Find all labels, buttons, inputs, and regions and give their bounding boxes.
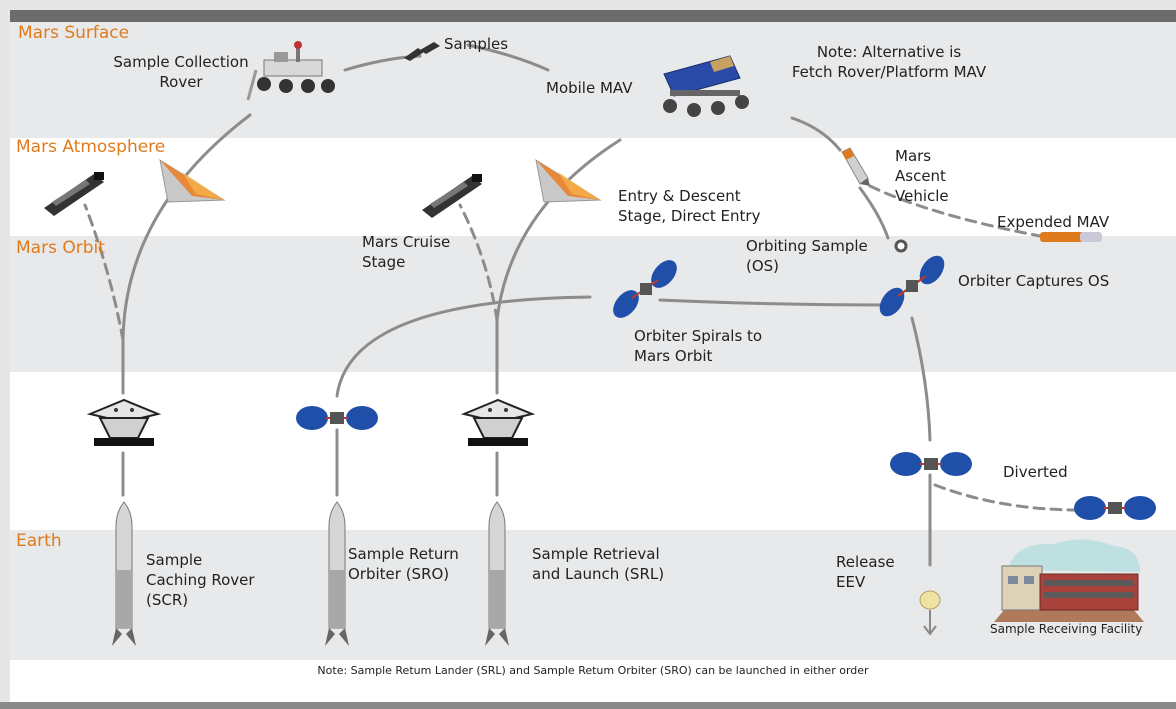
zone-label-earth: Earth — [16, 531, 62, 551]
path-ascent-expended — [868, 184, 1042, 238]
band-mars-surface — [10, 22, 1176, 138]
path-scr-cruise-jettison — [83, 203, 125, 342]
frame-bottom — [0, 702, 1176, 709]
mobile-mav-rover-icon — [663, 55, 749, 117]
expended-mav-icon — [1040, 232, 1102, 242]
label-sample-receiving-facility: Sample Receiving Facility — [990, 622, 1143, 636]
mars-ascent-vehicle-icon — [841, 147, 870, 186]
zone-label-mars-orbit: Mars Orbit — [16, 238, 105, 258]
path-samples-to-mav — [466, 43, 550, 72]
path-sro-spiral — [335, 295, 592, 398]
orbiting-sample-icon — [894, 239, 908, 253]
path-mav-to-ascent — [790, 116, 842, 152]
scr-launch-rocket-icon — [112, 501, 136, 646]
diverted-orbiter-icon — [1074, 496, 1156, 520]
path-scr-descent — [121, 113, 252, 395]
sample-receiving-facility-icon — [994, 539, 1144, 622]
label-samples: Samples — [444, 35, 509, 53]
label-sample-caching-rover: Sample Caching Rover (SCR) — [146, 551, 255, 609]
orbiter-capture-icon — [879, 255, 945, 317]
sample-collection-rover-icon — [246, 41, 335, 101]
srl-launch-rocket-icon — [485, 501, 509, 646]
band-mars-orbit — [10, 236, 1176, 372]
orbiter-spiraling-icon — [613, 260, 677, 318]
label-orbiter-captures-os: Orbiter Captures OS — [958, 272, 1110, 290]
label-mars-ascent-vehicle: Mars Ascent Vehicle — [895, 147, 949, 205]
band-earth — [10, 530, 1176, 660]
path-spiral-to-capture — [658, 298, 892, 307]
label-entry-descent: Entry & Descent Stage, Direct Entry — [618, 187, 761, 225]
label-diverted: Diverted — [1003, 463, 1068, 481]
frame-top — [0, 0, 1176, 10]
path-diverted — [933, 483, 1082, 512]
sro-launch-rocket-icon — [325, 501, 349, 646]
band-footnote — [10, 660, 1176, 702]
label-mars-cruise-stage: Mars Cruise Stage — [362, 233, 451, 271]
cruise-stage-icon — [44, 172, 104, 216]
frame-top-bar — [10, 10, 1176, 22]
path-srl-descent — [495, 138, 622, 395]
scr-capsule-icon — [86, 398, 162, 446]
zone-label-mars-surface: Mars Surface — [18, 23, 130, 43]
eev-capsule-icon — [919, 590, 941, 636]
label-release-eev: Release EEV — [836, 553, 895, 591]
footnote: Note: Sample Retum Lander (SRL) and Samp… — [317, 664, 869, 677]
entry-aeroshell-icon — [159, 158, 226, 203]
samples-icon — [404, 42, 440, 61]
zone-label-mars-atmosphere: Mars Atmosphere — [16, 137, 166, 157]
path-srl-cruise-jettison — [458, 203, 499, 322]
label-mobile-mav: Mobile MAV — [546, 79, 633, 97]
frame-left — [0, 0, 10, 709]
label-expended-mav: Expended MAV — [997, 213, 1110, 231]
label-orbiting-sample: Orbiting Sample (OS) — [746, 237, 868, 275]
entry-aeroshell-icon — [535, 158, 602, 203]
band-space — [10, 372, 1176, 530]
return-orbiter-icon — [890, 452, 972, 476]
path-capture-to-return — [910, 316, 932, 442]
sro-orbiter-icon — [296, 406, 378, 430]
path-ascent-to-os — [858, 186, 890, 240]
srl-capsule-icon — [460, 398, 536, 446]
label-note-alternative: Note: Alternative is Fetch Rover/Platfor… — [791, 43, 987, 81]
label-sample-return-orbiter: Sample Return Orbiter (SRO) — [348, 545, 459, 583]
label-sample-retrieval-launch: Sample Retrieval and Launch (SRL) — [532, 545, 665, 583]
label-orbiter-spirals: Orbiter Spirals to Mars Orbit — [634, 327, 763, 365]
label-sample-collection-rover: Sample Collection Rover — [113, 53, 249, 91]
cruise-stage-icon — [422, 174, 482, 218]
